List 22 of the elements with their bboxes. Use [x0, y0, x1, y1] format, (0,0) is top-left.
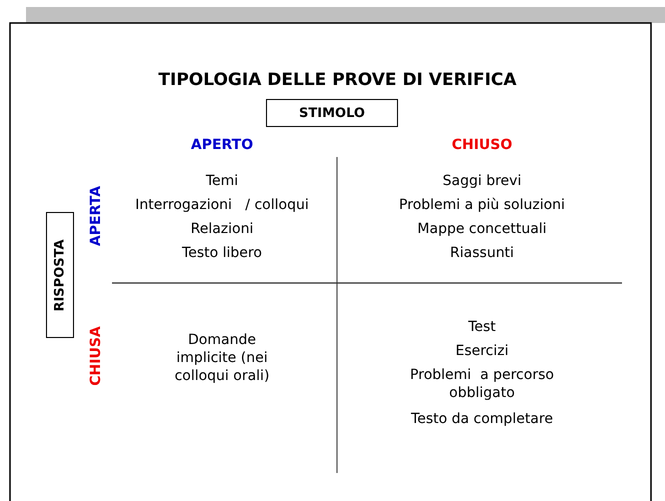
cell-text: Mappe concettuali	[416, 220, 548, 238]
cell-text: Interrogazioni / colloqui	[134, 196, 310, 214]
cell-text: Saggi brevi	[442, 172, 522, 190]
cell-text: Test	[467, 318, 497, 336]
cell-text: Problemi a percorso obbligato	[409, 366, 555, 402]
column-header: CHIUSO	[450, 136, 514, 154]
cell-text: Domande implicite (nei colloqui orali)	[174, 331, 270, 385]
cell-text: Esercizi	[454, 342, 510, 360]
cell-text: Relazioni	[190, 220, 254, 238]
header-box	[266, 99, 398, 127]
column-header: APERTO	[190, 136, 254, 154]
row-header: APERTA	[87, 184, 105, 248]
node-label: STIMOLO	[299, 106, 365, 120]
row-header: CHIUSA	[87, 325, 105, 388]
title: TIPOLOGIA DELLE PROVE DI VERIFICA	[157, 70, 518, 90]
node-label: RISPOSTA	[52, 238, 68, 312]
cell-text: Testo da completare	[410, 410, 554, 428]
axis-label-box	[46, 212, 74, 338]
cell-text: Riassunti	[449, 244, 515, 262]
cell-text: Problemi a più soluzioni	[398, 196, 566, 214]
cell-text: Temi	[204, 172, 240, 190]
cell-text: Testo libero	[181, 244, 263, 262]
